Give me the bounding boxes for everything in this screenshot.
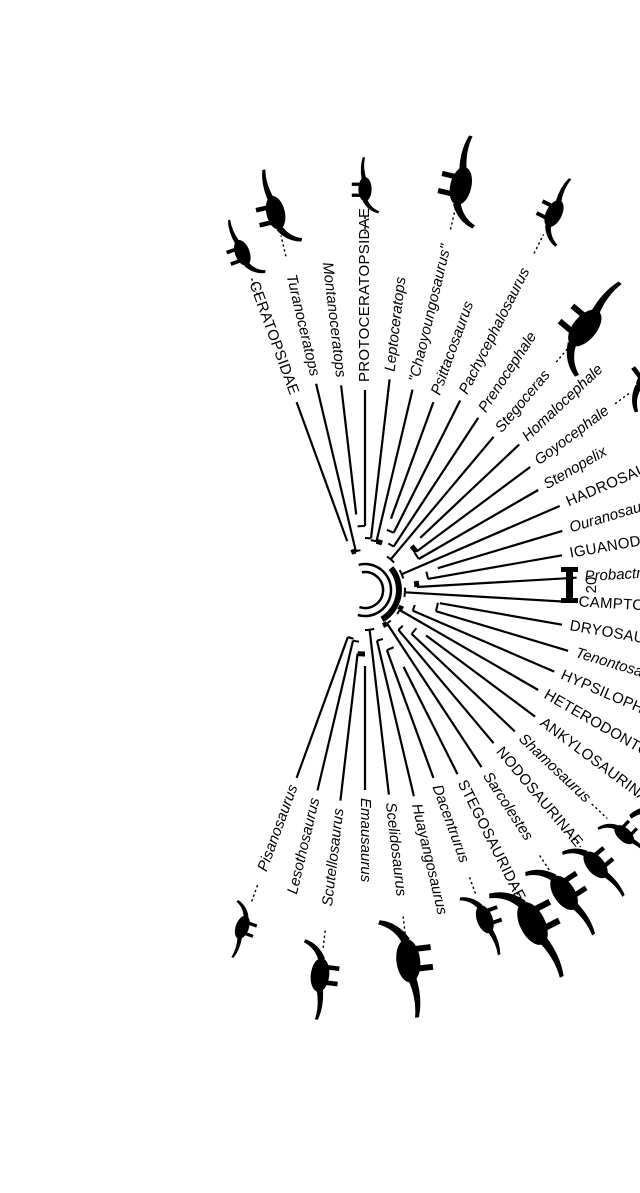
- branch-dryosauridae: [440, 603, 562, 625]
- leader-dots-turanoceratops: [281, 236, 286, 256]
- branch-ceratopsidae: [297, 402, 348, 541]
- clade-connector: [398, 626, 402, 630]
- dinosaur-silhouette-icon: [613, 336, 640, 414]
- clade-connector: [377, 639, 383, 641]
- clade-connector: [391, 559, 394, 562]
- clade-connector: [388, 544, 393, 547]
- taxon-label-montanoceratops: Montanoceratops: [319, 261, 349, 379]
- clade-connector: [371, 540, 377, 541]
- clade-connector: [415, 553, 419, 559]
- clade-connector: [387, 647, 394, 650]
- taxon-label-scutellosaurus: Scutellosaurus: [319, 807, 347, 907]
- clade-connector: [377, 541, 383, 543]
- leader-dots-goyocephale: [616, 392, 632, 404]
- clade-connector: [436, 603, 438, 611]
- leader-dots-pachycephalosaurus: [534, 235, 543, 253]
- dinosaur-silhouette-icon: [218, 900, 263, 962]
- dinosaur-silhouette-icon: [352, 157, 380, 213]
- clade-connector: [413, 605, 415, 611]
- leader-dots-chaoyoungosaurus: [451, 209, 456, 229]
- dinosaur-silhouette-icon: [539, 269, 640, 378]
- root-arc-inner: [359, 572, 383, 608]
- clade-connector: [412, 546, 417, 552]
- taxon-label-scelidosaurus: Scelidosaurus: [382, 802, 410, 898]
- clade-connector: [387, 621, 391, 624]
- branch-probactrosaurus: [417, 578, 577, 587]
- dinosaur-silhouette-icon: [431, 131, 494, 228]
- clade-connector: [400, 570, 402, 574]
- branch-camptosauridae: [405, 592, 571, 602]
- branch-prenocephale: [394, 418, 479, 547]
- branch-stenopelix: [419, 490, 539, 559]
- taxon-label-camptosauridae: CAMPTOSAURIDAE: [578, 593, 640, 618]
- scale-bar-label: 20: [583, 577, 600, 594]
- leader-dots-shamosaurus: [592, 804, 607, 818]
- branch-hadrosauridae: [402, 506, 560, 574]
- branch-leptoceratops: [371, 379, 390, 538]
- clade-connector: [348, 637, 354, 639]
- clade-connector: [397, 610, 400, 614]
- branch-ankylosaurinae: [426, 635, 535, 716]
- taxon-label-protoceratopsidae: PROTOCERATOPSIDAE: [356, 208, 373, 382]
- dinosaur-silhouette-icon: [216, 214, 266, 283]
- branch-tenontosaurus: [436, 611, 568, 651]
- dinosaur-silhouette-icon: [295, 939, 342, 1021]
- branch-huayangosaurus: [377, 641, 414, 797]
- branch-homalocephale: [420, 445, 519, 538]
- clade-connector: [353, 641, 359, 642]
- clade-connector: [426, 572, 428, 579]
- leader-dots-pisanosaurus: [251, 886, 258, 905]
- clade-connector: [400, 606, 402, 610]
- scale-bar-cap-bottom: [561, 598, 578, 603]
- clade-connector: [370, 629, 375, 630]
- branch-lesothosaurus: [318, 641, 354, 791]
- dinosaur-silhouette-icon: [247, 165, 303, 250]
- clade-connector: [387, 530, 394, 533]
- clade-connector: [387, 557, 391, 560]
- clade-connector: [351, 551, 356, 552]
- clade-connector: [416, 581, 417, 587]
- clade-connector: [404, 592, 405, 597]
- branch-iguanodontidae: [428, 555, 562, 579]
- taxon-label-leptoceratops: Leptoceratops: [382, 276, 410, 373]
- dinosaur-silhouette-icon: [378, 915, 439, 1021]
- clade-connector: [383, 623, 387, 625]
- branch-chaoyoungosaurus: [377, 390, 413, 542]
- scale-bar-mark: [566, 570, 573, 600]
- taxon-label-emausaurus: Emausaurus: [357, 798, 374, 883]
- leader-dots-dacentrurus: [470, 878, 477, 897]
- branch-pisanosaurus: [297, 637, 348, 778]
- dinosaur-silhouette-icon: [527, 172, 587, 247]
- branch-psittacosaurus: [391, 402, 433, 518]
- scale-bar-cap-top: [561, 567, 578, 572]
- clade-connector: [412, 628, 417, 634]
- branch-scutellosaurus: [340, 654, 357, 801]
- leader-dots-scutellosaurus: [323, 931, 325, 951]
